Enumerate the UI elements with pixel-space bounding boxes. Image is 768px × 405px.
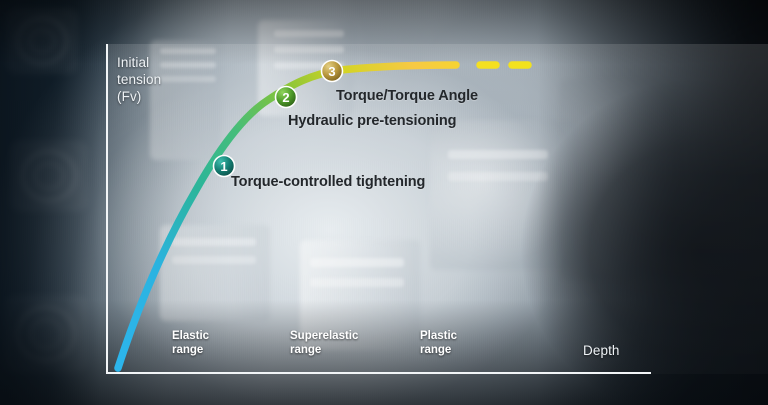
curve-marker-2-number: 2 bbox=[282, 90, 289, 105]
range-label-superelastic: Superelastic range bbox=[290, 330, 359, 356]
curve-marker-3-number: 3 bbox=[328, 64, 335, 79]
label-torque-torque-angle: Torque/Torque Angle bbox=[336, 88, 479, 104]
range-label-elastic: Elastic range bbox=[172, 330, 210, 356]
y-axis-line bbox=[106, 44, 108, 374]
x-axis-line bbox=[106, 372, 651, 374]
label-torque-controlled-tightening: Torque-controlled tightening bbox=[231, 174, 426, 190]
x-axis-label: Depth bbox=[583, 343, 620, 358]
curve-path bbox=[114, 61, 460, 372]
label-hydraulic-pre-tensioning: Hydraulic pre-tensioning bbox=[288, 113, 457, 129]
curve-marker-3: 3 bbox=[320, 59, 344, 83]
curve-marker-2: 2 bbox=[274, 85, 298, 109]
y-axis-label: Initial tension (Fv) bbox=[117, 55, 162, 104]
range-label-plastic: Plastic range bbox=[420, 330, 458, 356]
curve-marker-1: 1 bbox=[212, 154, 236, 178]
curve-marker-1-number: 1 bbox=[220, 159, 227, 174]
